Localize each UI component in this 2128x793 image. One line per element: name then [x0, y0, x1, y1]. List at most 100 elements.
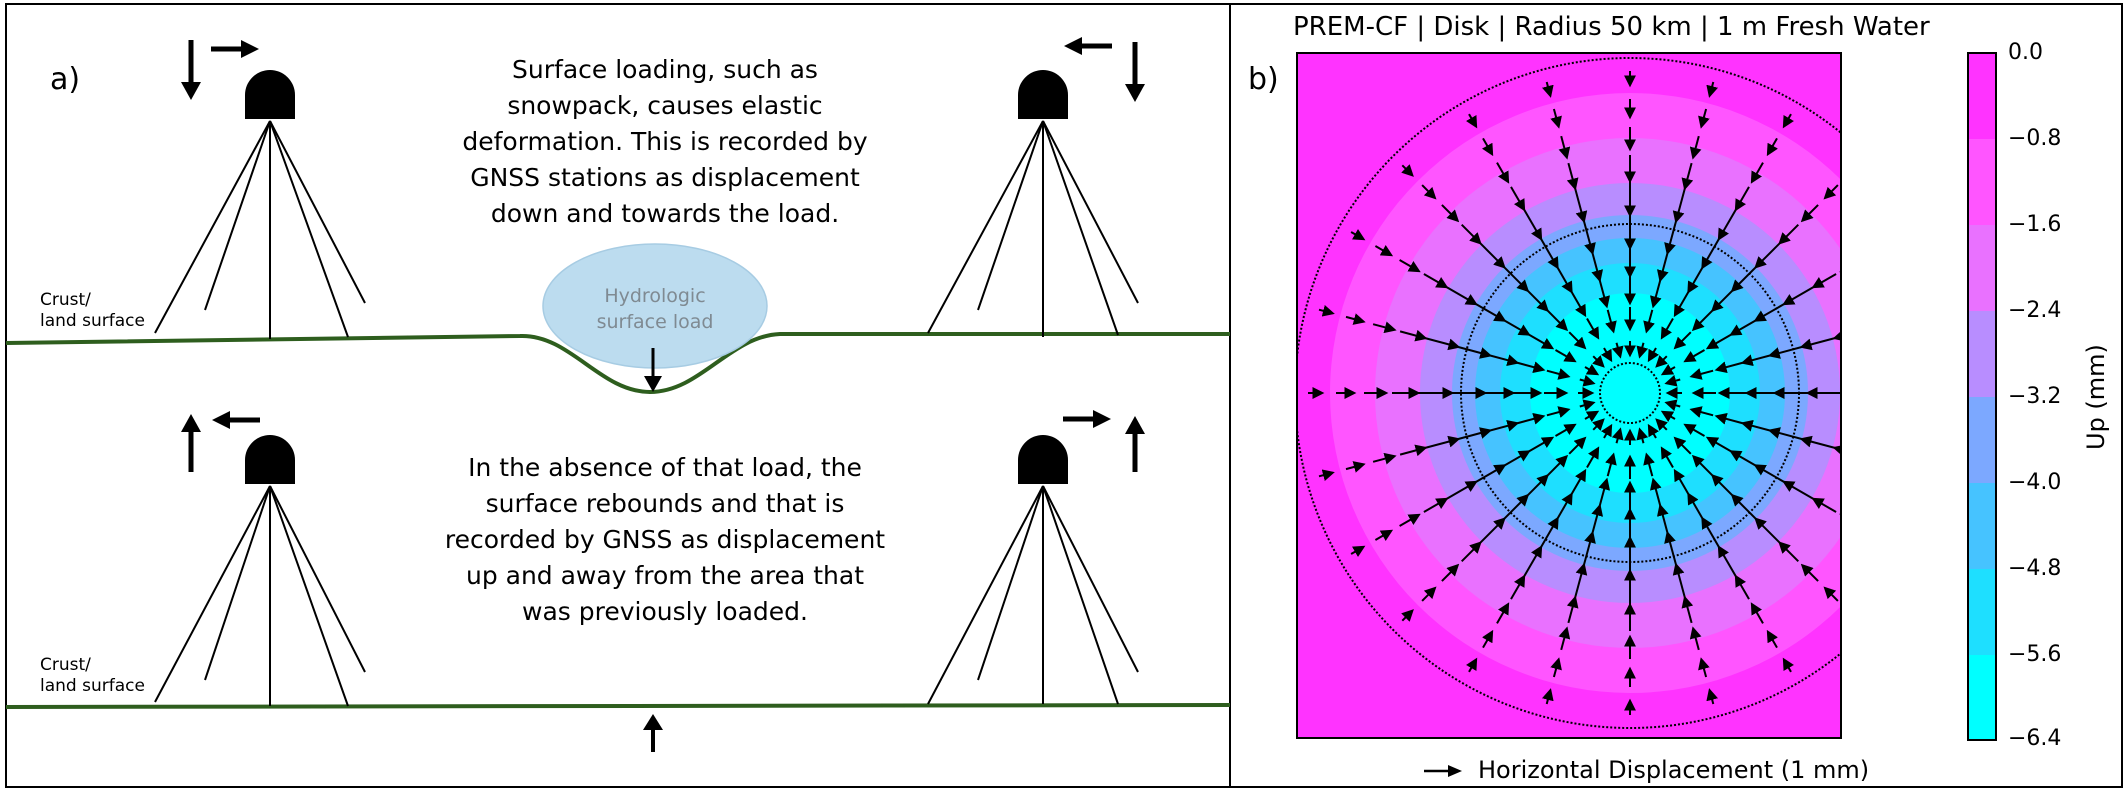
- outer-border: [5, 3, 2123, 788]
- displacement-vector: [1839, 261, 1841, 273]
- crust-label-top: Crust/ land surface: [40, 290, 145, 332]
- rebound-description-line: up and away from the area that: [465, 561, 865, 590]
- displacement-vector: [1424, 337, 1461, 351]
- displacement-vector: [1574, 562, 1588, 599]
- displacement-vector: [1445, 286, 1478, 306]
- displacement-vector: [1706, 81, 1718, 98]
- displacement-vector: [1372, 452, 1397, 465]
- ground-line-unloaded: [5, 703, 1231, 709]
- displacement-vector: [1839, 513, 1841, 525]
- displacement-vector: [1423, 273, 1449, 289]
- displacement-vector: [1592, 418, 1605, 431]
- displacement-vector: [1681, 595, 1694, 624]
- displacement-vector: [1466, 113, 1478, 129]
- displacement-vector: [1664, 374, 1681, 387]
- displacement-arrows: [1063, 410, 1145, 472]
- center-circle: [1599, 362, 1661, 424]
- disk-boundary-circle: [1460, 223, 1800, 563]
- displacement-vector: [1928, 473, 1942, 477]
- load-label: Hydrologic surface load: [575, 283, 735, 335]
- displacement-vector: [1350, 229, 1366, 241]
- displacement-vector: [1523, 545, 1543, 578]
- displacement-vector: [1510, 186, 1526, 212]
- colorbar-tick: 0.0: [2008, 40, 2043, 65]
- displacement-vector: [1823, 586, 1839, 602]
- displacement-vector: [1542, 81, 1554, 98]
- map-border: [1296, 52, 1842, 739]
- displacement-vector: [1734, 186, 1750, 212]
- displacement-vector: [1558, 626, 1571, 651]
- displacement-vector: [1579, 374, 1596, 387]
- displacement-vector: [1318, 469, 1335, 481]
- crust-label-line: Crust/: [40, 290, 91, 310]
- crust-label-bottom: Crust/ land surface: [40, 655, 145, 697]
- gnss-station: [154, 70, 366, 339]
- displacement-vector: [1672, 187, 1686, 224]
- displacement-vector: [1445, 480, 1478, 500]
- displacement-vector: [1482, 629, 1494, 649]
- displacement-vector: [1660, 446, 1674, 468]
- panel-b: [1296, 52, 1997, 777]
- displacement-vector: [1660, 363, 1676, 376]
- displacement-vector: [1672, 562, 1686, 599]
- displacement-vector: [1811, 497, 1837, 513]
- displacement-vector: [1441, 563, 1460, 582]
- gnss-station: [927, 435, 1139, 705]
- rebound-description-line: surface rebounds and that is: [485, 489, 845, 518]
- displacement-vector: [1782, 480, 1815, 500]
- load-label-line: surface load: [596, 311, 714, 333]
- displacement-vector: [1800, 204, 1819, 223]
- displacement-vector: [1611, 342, 1624, 359]
- rebound-description: In the absence of that load, the surface…: [440, 450, 890, 630]
- displacement-vector: [1655, 418, 1668, 431]
- displacement-vector: [1683, 423, 1705, 437]
- displacement-vector: [1734, 574, 1750, 600]
- displacement-vector: [1423, 497, 1449, 513]
- displacement-vector: [1823, 184, 1839, 200]
- load-arrow-head: [644, 376, 662, 392]
- displacement-vector: [1399, 259, 1421, 273]
- loading-description-line: GNSS stations as displacement: [470, 163, 860, 192]
- displacement-vector: [1782, 113, 1794, 129]
- displacement-vector: [1441, 204, 1460, 223]
- displacement-vector: [1754, 517, 1781, 544]
- displacement-vector: [1799, 337, 1836, 351]
- displacement-vector: [1605, 452, 1617, 477]
- crust-label-line: land surface: [40, 676, 145, 696]
- displacement-vector: [1584, 410, 1600, 423]
- displacement-vector: [1482, 137, 1494, 157]
- hydrologic-load: [542, 243, 768, 369]
- ground-line-loaded: [5, 332, 1230, 395]
- displacement-vector: [1566, 162, 1579, 191]
- horizontal-displacement-vectors: [1308, 71, 1942, 715]
- displacement-vector: [1424, 435, 1461, 449]
- gnss-station: [927, 70, 1139, 337]
- displacement-vector: [1766, 629, 1778, 649]
- displacement-vector: [1750, 602, 1764, 624]
- displacement-vector: [1421, 184, 1437, 200]
- colorbar-tick: −1.6: [2008, 212, 2062, 237]
- displacement-vector: [1421, 586, 1437, 602]
- displacement-vector: [1584, 363, 1600, 376]
- displacement-vector: [1350, 545, 1366, 557]
- rebound-description-line: was previously loaded.: [522, 597, 808, 626]
- displacement-vector: [1374, 245, 1394, 257]
- displacement-vector: [1460, 541, 1482, 563]
- displacement-vector: [1848, 165, 1858, 175]
- displacement-vector: [1372, 321, 1397, 334]
- displacement-vector: [1782, 657, 1794, 673]
- loading-description: Surface loading, such as snowpack, cause…: [440, 52, 890, 232]
- displacement-vector: [1897, 317, 1914, 322]
- loading-description-line: down and towards the load.: [490, 199, 840, 228]
- panel-a-label: a): [50, 62, 81, 97]
- displacement-vector: [1897, 464, 1914, 469]
- colorbar: [1967, 52, 1997, 741]
- legend-arrow: [1424, 765, 1462, 777]
- displacement-vector: [1636, 342, 1649, 359]
- displacement-vector: [1832, 444, 1841, 457]
- displacement-arrows: [181, 411, 260, 472]
- colorbar-tick: −4.8: [2008, 556, 2062, 581]
- displacement-vector: [1600, 423, 1613, 439]
- displacement-vector: [1345, 313, 1366, 325]
